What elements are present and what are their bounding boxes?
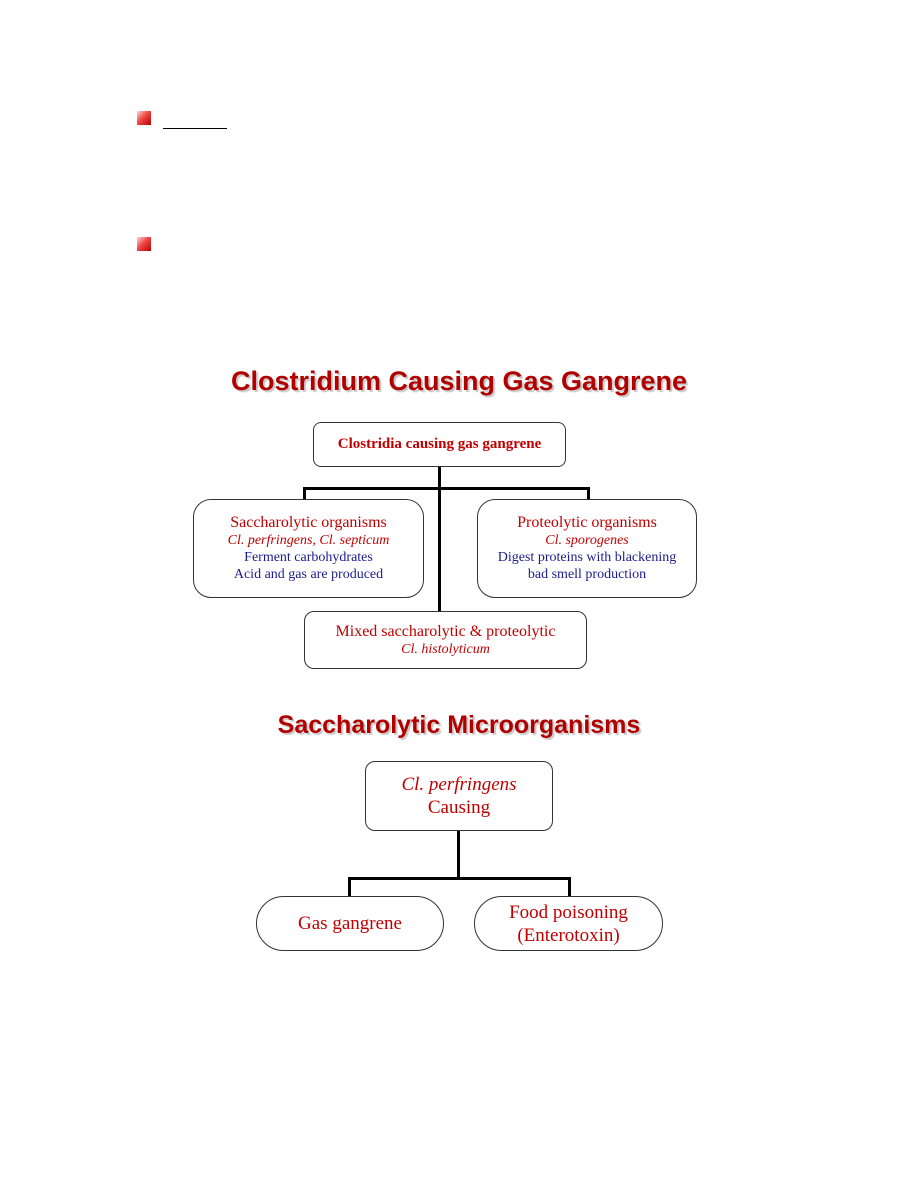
bullet-1-underline <box>163 128 227 129</box>
d1-right-drop <box>587 487 590 500</box>
d1-root-stem <box>438 466 441 612</box>
diagram1-title: Clostridium Causing Gas Gangrene <box>230 366 688 396</box>
diagram2-title: Saccharolytic Microorganisms <box>277 711 641 739</box>
d1-proteolytic-box: Proteolytic organisms Cl. sporogenes Dig… <box>477 499 697 598</box>
d2-root-label: Causing <box>427 797 491 818</box>
d2-root-box: Cl. perfringens Causing <box>365 761 553 831</box>
d2-horizontal-bar <box>348 877 571 880</box>
d2-left-box: Gas gangrene <box>256 896 444 951</box>
d1-root-box: Clostridia causing gas gangrene <box>313 422 566 467</box>
d1-mixed-box: Mixed saccharolytic & proteolytic Cl. hi… <box>304 611 587 669</box>
d1-horizontal-bar <box>303 487 590 490</box>
d2-root-species: Cl. perfringens <box>401 774 517 795</box>
d2-root-stem <box>457 830 460 879</box>
d1-saccharolytic-species: Cl. perfringens, Cl. septicum <box>227 533 390 548</box>
d2-right-drop <box>568 877 571 896</box>
d1-proteolytic-line2: bad smell production <box>527 567 647 582</box>
d1-proteolytic-line1: Digest proteins with blackening <box>497 550 677 565</box>
d1-mixed-heading: Mixed saccharolytic & proteolytic <box>335 622 556 640</box>
d1-saccharolytic-line2: Acid and gas are produced <box>233 567 384 582</box>
d1-proteolytic-species: Cl. sporogenes <box>545 533 629 548</box>
d2-right-line2: (Enterotoxin) <box>517 924 620 946</box>
d2-left-label: Gas gangrene <box>298 913 402 934</box>
d1-root-label: Clostridia causing gas gangrene <box>337 436 542 452</box>
d1-proteolytic-heading: Proteolytic organisms <box>517 514 657 531</box>
bullet-2-icon <box>137 237 151 251</box>
d2-left-drop <box>348 877 351 896</box>
d1-left-drop <box>303 487 306 500</box>
d2-right-box: Food poisoning (Enterotoxin) <box>474 896 663 951</box>
d1-mixed-species: Cl. histolyticum <box>401 641 490 657</box>
d1-saccharolytic-box: Saccharolytic organisms Cl. perfringens,… <box>193 499 424 598</box>
d1-saccharolytic-line1: Ferment carbohydrates <box>244 550 373 565</box>
bullet-1-icon <box>137 111 151 125</box>
d2-right-line1: Food poisoning <box>509 901 628 923</box>
d1-saccharolytic-heading: Saccharolytic organisms <box>230 514 387 531</box>
